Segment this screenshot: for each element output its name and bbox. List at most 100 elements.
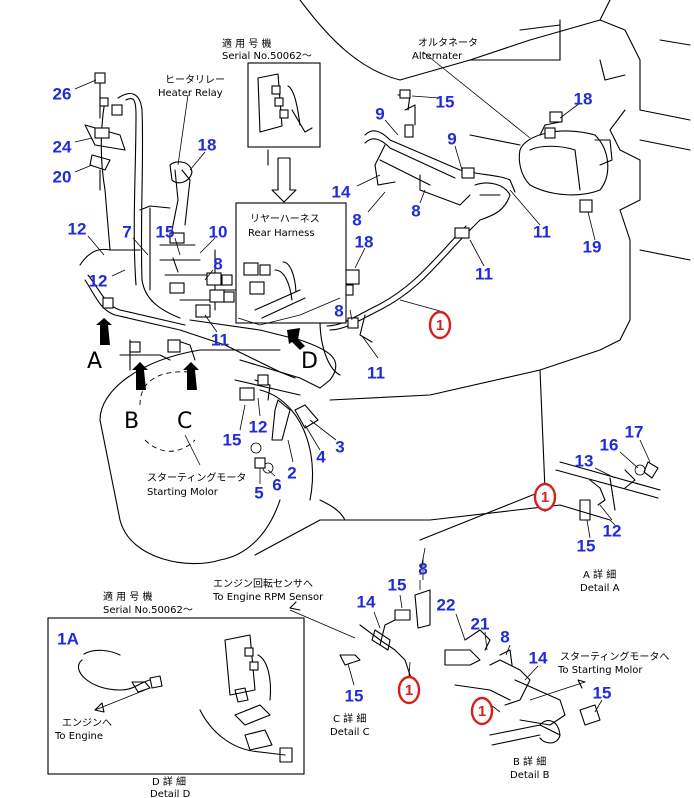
view-letter-c: C xyxy=(177,409,192,434)
note-detail-d-en: Detail D xyxy=(150,789,191,798)
leader-lines xyxy=(74,79,651,713)
part-callout: 8 xyxy=(500,627,509,646)
part-callout: 18 xyxy=(355,232,374,251)
note-heater-relay-jp: ヒータリレー xyxy=(165,74,225,86)
note-to-engine-en: To Engine xyxy=(54,731,103,742)
harness-marker: 1 xyxy=(533,482,557,512)
part-callout: 22 xyxy=(437,595,456,614)
note-detail-a-en: Detail A xyxy=(580,583,620,594)
note-to-starting-motor: スターティングモータへ To Starting Molor xyxy=(557,650,669,676)
part-callout: 14 xyxy=(332,182,351,201)
engine-outline xyxy=(299,0,691,541)
part-callout: 18 xyxy=(198,135,217,154)
part-callout: 8 xyxy=(213,254,222,273)
note-heater-relay-en: Heater Relay xyxy=(158,88,223,99)
part-callout: 15 xyxy=(577,536,596,555)
note-rear-harness-en: Rear Harness xyxy=(248,228,315,239)
part-callout: 15 xyxy=(223,430,242,449)
note-starting-motor: スターティングモータ Starting Molor xyxy=(147,471,246,498)
part-callout: 11 xyxy=(211,330,229,349)
part-callout: 9 xyxy=(447,129,456,148)
note-serial-top-jp: 適 用 号 機 xyxy=(222,37,272,50)
note-starting-motor-jp: スターティングモータ xyxy=(147,471,246,484)
part-callout: 13 xyxy=(575,451,594,470)
note-serial-bottom: 適 用 号 機 Serial No.50062～ xyxy=(103,590,193,616)
harness-marker-ring xyxy=(397,675,421,705)
heater-relay-area xyxy=(84,72,193,191)
part-callout: 12 xyxy=(68,219,87,238)
note-detail-b: B 詳 細 Detail B xyxy=(510,755,550,781)
note-heater-relay: ヒータリレー Heater Relay xyxy=(158,74,225,99)
note-to-starting-motor-en: To Starting Molor xyxy=(557,665,643,676)
note-serial-bottom-jp: 適 用 号 機 xyxy=(103,590,153,603)
note-detail-d-jp: D 詳 細 xyxy=(152,775,186,788)
part-callout: 15 xyxy=(593,683,612,702)
note-engine-rpm: エンジン回転センサへ To Engine RPM Sensor xyxy=(212,578,324,603)
note-serial-bottom-en: Serial No.50062～ xyxy=(103,605,193,616)
note-detail-b-jp: B 詳 細 xyxy=(513,755,546,768)
part-callout: 12 xyxy=(249,417,268,436)
part-callout: 17 xyxy=(625,422,644,441)
harness-marker-label: 1 xyxy=(541,489,549,506)
view-letter-b: B xyxy=(124,409,139,434)
lower-left-group xyxy=(239,374,319,474)
part-callout: 16 xyxy=(600,435,619,454)
note-to-engine: エンジンへ To Engine xyxy=(54,718,112,742)
part-callout: 3 xyxy=(335,437,344,456)
harness-marker-ring xyxy=(470,696,494,726)
part-callout: 5 xyxy=(254,483,263,502)
part-callout: 11 xyxy=(367,363,385,382)
part-callout: 14 xyxy=(529,648,548,667)
harness-marker-label: 1 xyxy=(478,703,486,720)
part-callout: 1A xyxy=(57,629,79,648)
part-callout: 4 xyxy=(316,447,326,466)
part-callout: 7 xyxy=(122,222,131,241)
part-callout: 10 xyxy=(209,222,228,241)
note-starting-motor-en: Starting Molor xyxy=(147,487,219,498)
part-callout: 12 xyxy=(89,271,108,290)
part-callout: 12 xyxy=(603,521,622,540)
part-callout: 11 xyxy=(533,222,551,241)
note-detail-c: C 詳 細 Detail C xyxy=(330,712,370,738)
note-detail-a: A 詳 細 Detail A xyxy=(580,568,620,594)
part-callout: 20 xyxy=(53,167,72,186)
part-callout: 9 xyxy=(375,104,384,123)
part-callout: 21 xyxy=(471,614,490,633)
note-serial-top-en: Serial No.50062～ xyxy=(222,51,312,62)
harness-marker-label: 1 xyxy=(436,317,444,334)
part-callout: 26 xyxy=(53,84,72,103)
serial-inset-top xyxy=(247,62,321,203)
part-callout: 2 xyxy=(287,463,296,482)
note-rear-harness: リヤーハーネス Rear Harness xyxy=(248,213,320,239)
note-engine-rpm-en: To Engine RPM Sensor xyxy=(212,592,324,603)
note-detail-d: D 詳 細 Detail D xyxy=(150,775,191,798)
view-letter-a: A xyxy=(87,349,102,374)
note-engine-rpm-jp: エンジン回転センサへ xyxy=(213,578,313,590)
note-to-engine-jp: エンジンへ xyxy=(62,718,112,729)
view-arrows xyxy=(96,318,305,390)
detail-a xyxy=(555,461,661,526)
main-harness xyxy=(79,92,337,396)
part-callout: 15 xyxy=(388,575,407,594)
harness-marker: 1 xyxy=(397,675,421,705)
note-alternator-en: Alternater xyxy=(412,51,463,62)
detail-c xyxy=(289,580,431,681)
note-detail-c-jp: C 詳 細 xyxy=(333,712,366,725)
part-callout: 18 xyxy=(574,89,593,108)
part-callout: 11 xyxy=(475,264,493,283)
note-detail-c-en: Detail C xyxy=(330,727,370,738)
harness-marker-ring xyxy=(428,310,452,340)
note-serial-top: 適 用 号 機 Serial No.50062～ xyxy=(222,37,312,62)
note-rear-harness-jp: リヤーハーネス xyxy=(250,213,320,225)
harness-marker: 1 xyxy=(470,696,494,726)
detail-b xyxy=(444,629,601,746)
note-to-starting-motor-jp: スターティングモータへ xyxy=(560,650,669,663)
part-callout: 8 xyxy=(352,210,361,229)
part-callout: 6 xyxy=(272,475,281,494)
note-alternator: オルタネータ Alternater xyxy=(412,37,478,62)
part-callout: 14 xyxy=(357,592,376,611)
view-letter-d: D xyxy=(301,349,318,374)
harness-marker-label: 1 xyxy=(405,682,413,699)
